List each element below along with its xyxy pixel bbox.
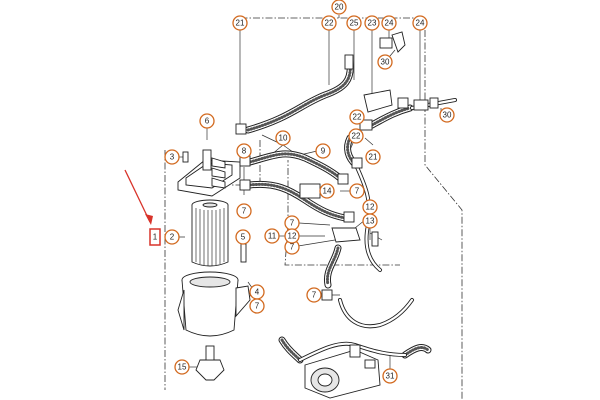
svg-text:4: 4 — [255, 288, 260, 297]
svg-text:24: 24 — [385, 19, 394, 28]
callout-7[interactable]: 7 — [249, 298, 265, 314]
svg-text:25: 25 — [350, 19, 359, 28]
svg-text:23: 23 — [368, 19, 377, 28]
callout-12[interactable]: 12 — [284, 228, 300, 244]
svg-text:10: 10 — [279, 134, 288, 143]
svg-text:30: 30 — [381, 58, 390, 67]
callout-3[interactable]: 3 — [164, 149, 180, 165]
callout-10[interactable]: 10 — [275, 130, 291, 146]
svg-text:7: 7 — [255, 302, 260, 311]
svg-text:3: 3 — [170, 153, 175, 162]
callout-14[interactable]: 14 — [319, 183, 335, 199]
callout-11[interactable]: 11 — [264, 228, 280, 244]
selected-part-marker: 1 — [124, 169, 161, 246]
callout-13[interactable]: 13 — [362, 213, 378, 229]
callout-22[interactable]: 22 — [349, 109, 365, 125]
callout-7[interactable]: 7 — [349, 183, 365, 199]
svg-text:7: 7 — [355, 187, 360, 196]
fuel-pipes — [298, 98, 457, 362]
svg-text:5: 5 — [241, 233, 246, 242]
svg-text:7: 7 — [312, 291, 317, 300]
callout-15[interactable]: 15 — [174, 359, 190, 375]
callout-25[interactable]: 25 — [346, 15, 362, 31]
callout-24[interactable]: 24 — [381, 15, 397, 31]
callout-22[interactable]: 22 — [321, 15, 337, 31]
svg-text:20: 20 — [335, 3, 344, 12]
svg-text:8: 8 — [242, 147, 247, 156]
callout-4[interactable]: 4 — [249, 284, 265, 300]
callout-30[interactable]: 30 — [439, 107, 455, 123]
pointer-arrow — [124, 169, 151, 223]
svg-text:24: 24 — [416, 19, 425, 28]
svg-text:22: 22 — [353, 113, 362, 122]
callout-8[interactable]: 8 — [236, 143, 252, 159]
svg-text:30: 30 — [443, 111, 452, 120]
svg-text:13: 13 — [366, 217, 375, 226]
callout-9[interactable]: 9 — [315, 143, 331, 159]
svg-text:14: 14 — [323, 187, 332, 196]
svg-text:12: 12 — [366, 203, 375, 212]
callout-21[interactable]: 21 — [365, 149, 381, 165]
svg-text:9: 9 — [321, 147, 326, 156]
callout-21[interactable]: 21 — [232, 15, 248, 31]
callout-2[interactable]: 2 — [164, 229, 180, 245]
pointer-arrowhead — [145, 214, 153, 225]
highlighted-part-label: 1 — [153, 233, 158, 242]
svg-text:7: 7 — [290, 243, 295, 252]
callout-6[interactable]: 6 — [199, 113, 215, 129]
callouts: 20 21 22 25 23 24 24 30 30 6 3 10 9 8 7 … — [164, 0, 455, 384]
callout-7[interactable]: 7 — [284, 215, 300, 231]
callout-31[interactable]: 31 — [382, 368, 398, 384]
svg-text:2: 2 — [170, 233, 175, 242]
callout-24[interactable]: 24 — [412, 15, 428, 31]
callout-22[interactable]: 22 — [348, 128, 364, 144]
svg-text:6: 6 — [205, 117, 210, 126]
high-pressure-pump — [304, 344, 381, 399]
callout-7[interactable]: 7 — [306, 287, 322, 303]
svg-text:12: 12 — [288, 232, 297, 241]
callout-5[interactable]: 5 — [235, 229, 251, 245]
svg-text:7: 7 — [290, 219, 295, 228]
svg-text:21: 21 — [369, 153, 378, 162]
callout-20[interactable]: 20 — [331, 0, 347, 15]
svg-text:21: 21 — [236, 19, 245, 28]
callout-12[interactable]: 12 — [362, 199, 378, 215]
svg-text:15: 15 — [178, 363, 187, 372]
svg-text:7: 7 — [242, 207, 247, 216]
callout-23[interactable]: 23 — [364, 15, 380, 31]
callout-7[interactable]: 7 — [236, 203, 252, 219]
svg-text:22: 22 — [325, 19, 334, 28]
fittings-and-clips — [235, 31, 439, 301]
fuel-filter-assembly — [177, 149, 251, 381]
svg-text:11: 11 — [268, 232, 277, 241]
highlighted-part-box[interactable] — [149, 228, 161, 246]
svg-text:22: 22 — [352, 132, 361, 141]
svg-text:31: 31 — [386, 372, 395, 381]
callout-30[interactable]: 30 — [377, 54, 393, 70]
